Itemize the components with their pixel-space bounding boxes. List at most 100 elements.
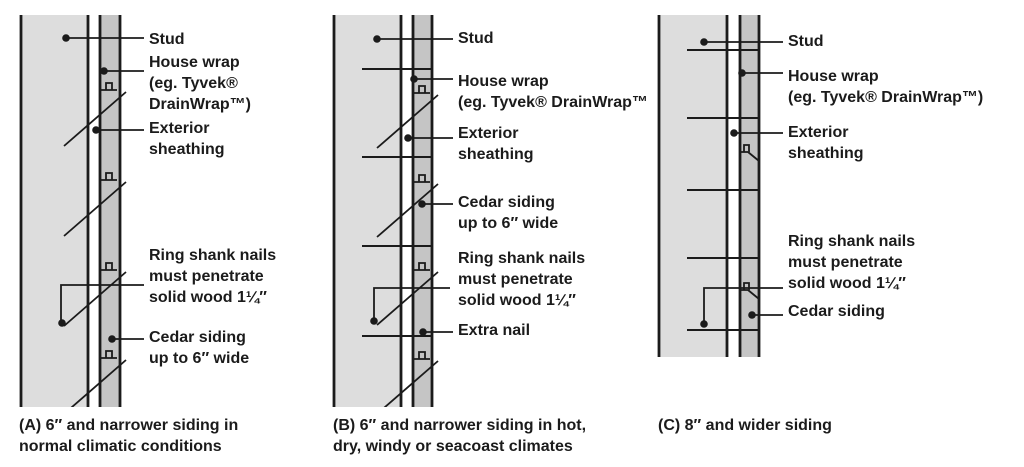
label-line: Cedar siding [458,194,555,211]
label-line: up to 6″ wide [149,350,250,367]
marker-dot-ring-nail [58,319,66,327]
joint-notch [414,174,430,183]
label-line: solid wood 1¼″ [788,275,906,292]
joint-notch [741,282,760,300]
marker-dot-extra-nail [419,328,427,336]
siding-band [413,15,432,407]
label-line: sheathing [149,141,225,158]
label-line: up to 6″ wide [458,215,559,232]
label-line: must penetrate [149,268,264,285]
label-line: sheathing [788,145,864,162]
label-line: Extra nail [458,322,531,339]
marker-dot-stud [700,38,708,46]
caption-line: (A) 6″ and narrower siding in [19,417,239,434]
stud-band [21,15,88,407]
joint-notch [101,82,117,91]
label-stud-c: Stud [788,31,824,52]
label-line: Cedar siding [788,303,885,320]
label-line: DrainWrap™) [149,96,251,113]
caption-c: (C) 8″ and wider siding [658,415,832,436]
marker-dot-housewrap [100,67,108,75]
label-line: Stud [149,31,185,48]
label-line: (eg. Tyvek® [149,75,238,92]
siding-joints-a [63,82,127,407]
label-line: sheathing [458,146,534,163]
caption-a: (A) 6″ and narrower siding in normal cli… [19,415,238,457]
leader-elbow [703,287,783,321]
label-extra-nail-b: Extra nail [458,320,530,341]
marker-dot-housewrap [738,69,746,77]
label-line: must penetrate [458,271,573,288]
label-housewrap-a: House wrap (eg. Tyvek® DrainWrap™) [149,52,251,115]
label-cedar-siding-a: Cedar siding up to 6″ wide [149,327,249,369]
joint-notch [101,262,117,271]
stud-band [334,15,401,407]
caption-line: (C) 8″ and wider siding [658,417,832,434]
label-line: Exterior [149,120,210,137]
leaders-a [58,34,144,343]
marker-dot-cedar-siding [748,311,756,319]
marker-dot-cedar-siding [418,200,426,208]
label-stud-b: Stud [458,28,494,49]
marker-dot-housewrap [410,75,418,83]
joint-notch [101,350,117,359]
marker-dot-stud [62,34,70,42]
wall-section-c [657,15,783,357]
joint-notch [414,351,430,360]
label-line: House wrap [788,68,879,85]
joint-notch [101,172,117,181]
label-line: Exterior [788,124,849,141]
wall-section-b [332,15,453,407]
caption-line: dry, windy or seacoast climates [333,438,573,455]
face-nails-c [687,49,758,331]
label-ring-nails-b: Ring shank nails must penetrate solid wo… [458,248,585,311]
label-line: Exterior [458,125,519,142]
siding-band [740,15,759,357]
marker-dot-sheathing [404,134,412,142]
marker-dot-ring-nail [700,320,708,328]
extra-nails-b [362,68,431,337]
ring-shank-nail-line [63,271,127,327]
leaders-b [370,35,453,336]
caption-line: (B) 6″ and narrower siding in hot, [333,417,587,434]
ring-shank-nail-line [63,91,127,147]
label-housewrap-c: House wrap (eg. Tyvek® DrainWrap™) [788,66,983,108]
label-line: Ring shank nails [149,247,277,264]
leaders-c [700,38,783,328]
label-cedar-siding-b: Cedar siding up to 6″ wide [458,192,558,234]
label-stud-a: Stud [149,29,185,50]
marker-dot-ring-nail [370,317,378,325]
label-line: Ring shank nails [788,233,916,250]
label-line: House wrap [458,73,549,90]
label-line: (eg. Tyvek® DrainWrap™) [788,89,984,106]
label-sheathing-a: Exterior sheathing [149,118,225,160]
label-line: (eg. Tyvek® DrainWrap™ [458,94,648,111]
label-sheathing-c: Exterior sheathing [788,122,864,164]
label-line: Stud [788,33,824,50]
siding-joints-c [741,144,760,300]
joint-notch [414,262,430,271]
label-line: must penetrate [788,254,903,271]
marker-dot-sheathing [730,129,738,137]
caption-line: normal climatic conditions [19,438,222,455]
joint-notch [741,144,760,162]
label-ring-nails-a: Ring shank nails must penetrate solid wo… [149,245,276,308]
ring-shank-nail-line [383,360,439,407]
label-line: Stud [458,30,494,47]
ring-shank-nail-line [376,183,439,238]
ring-shank-nail-line [63,181,127,237]
joint-notch [414,85,430,94]
ring-shank-nail-line [376,94,439,149]
label-cedar-siding-c: Cedar siding [788,301,885,322]
label-ring-nails-c: Ring shank nails must penetrate solid wo… [788,231,915,294]
marker-dot-stud [373,35,381,43]
siding-band [100,15,120,407]
label-sheathing-b: Exterior sheathing [458,123,534,165]
leader-elbow [373,287,450,318]
marker-dot-sheathing [92,126,100,134]
stud-band [659,15,727,357]
label-line: Ring shank nails [458,250,586,267]
wall-section-a [19,15,144,407]
